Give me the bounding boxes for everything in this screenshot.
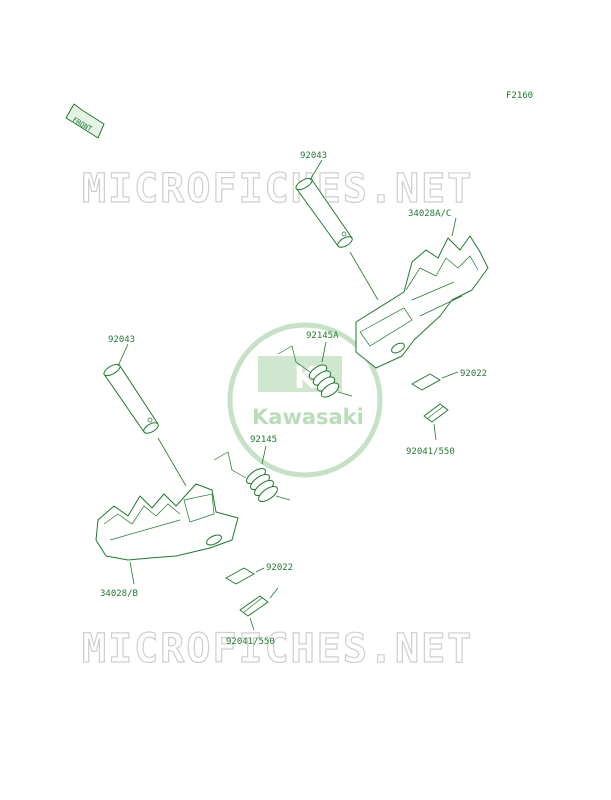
part-label-footpeg-right: 34028A/C (408, 209, 451, 219)
part-label-footpeg-left: 34028/B (100, 589, 138, 599)
front-arrow-icon: FRONT (65, 103, 105, 139)
watermark-bottom: MICROFICHES.NET (82, 626, 473, 672)
washer-lower (225, 567, 255, 585)
part-label-spring-lower: 92145 (250, 435, 277, 445)
pin-lower (103, 363, 159, 434)
part-label-spring-upper: 92145A (306, 331, 339, 341)
pin-upper (295, 177, 353, 248)
part-label-washer-upper: 92022 (460, 369, 487, 379)
cotter-lower (239, 595, 269, 617)
logo-text: Kawasaki (252, 405, 364, 429)
footpeg-right (355, 235, 489, 369)
figure-code: F2160 (506, 91, 533, 101)
part-label-cotter-upper: 92041/550 (406, 447, 455, 457)
washer-upper (411, 373, 441, 391)
watermark-top: MICROFICHES.NET (82, 166, 473, 212)
cotter-upper (423, 403, 449, 423)
part-label-pin-lower: 92043 (108, 335, 135, 345)
part-label-pin-upper: 92043 (300, 151, 327, 161)
spring-lower (213, 451, 291, 503)
part-label-washer-lower: 92022 (266, 563, 293, 573)
part-label-cotter-lower: 92041/550 (226, 637, 275, 647)
spring-upper (277, 345, 353, 398)
footpeg-left (95, 483, 239, 561)
